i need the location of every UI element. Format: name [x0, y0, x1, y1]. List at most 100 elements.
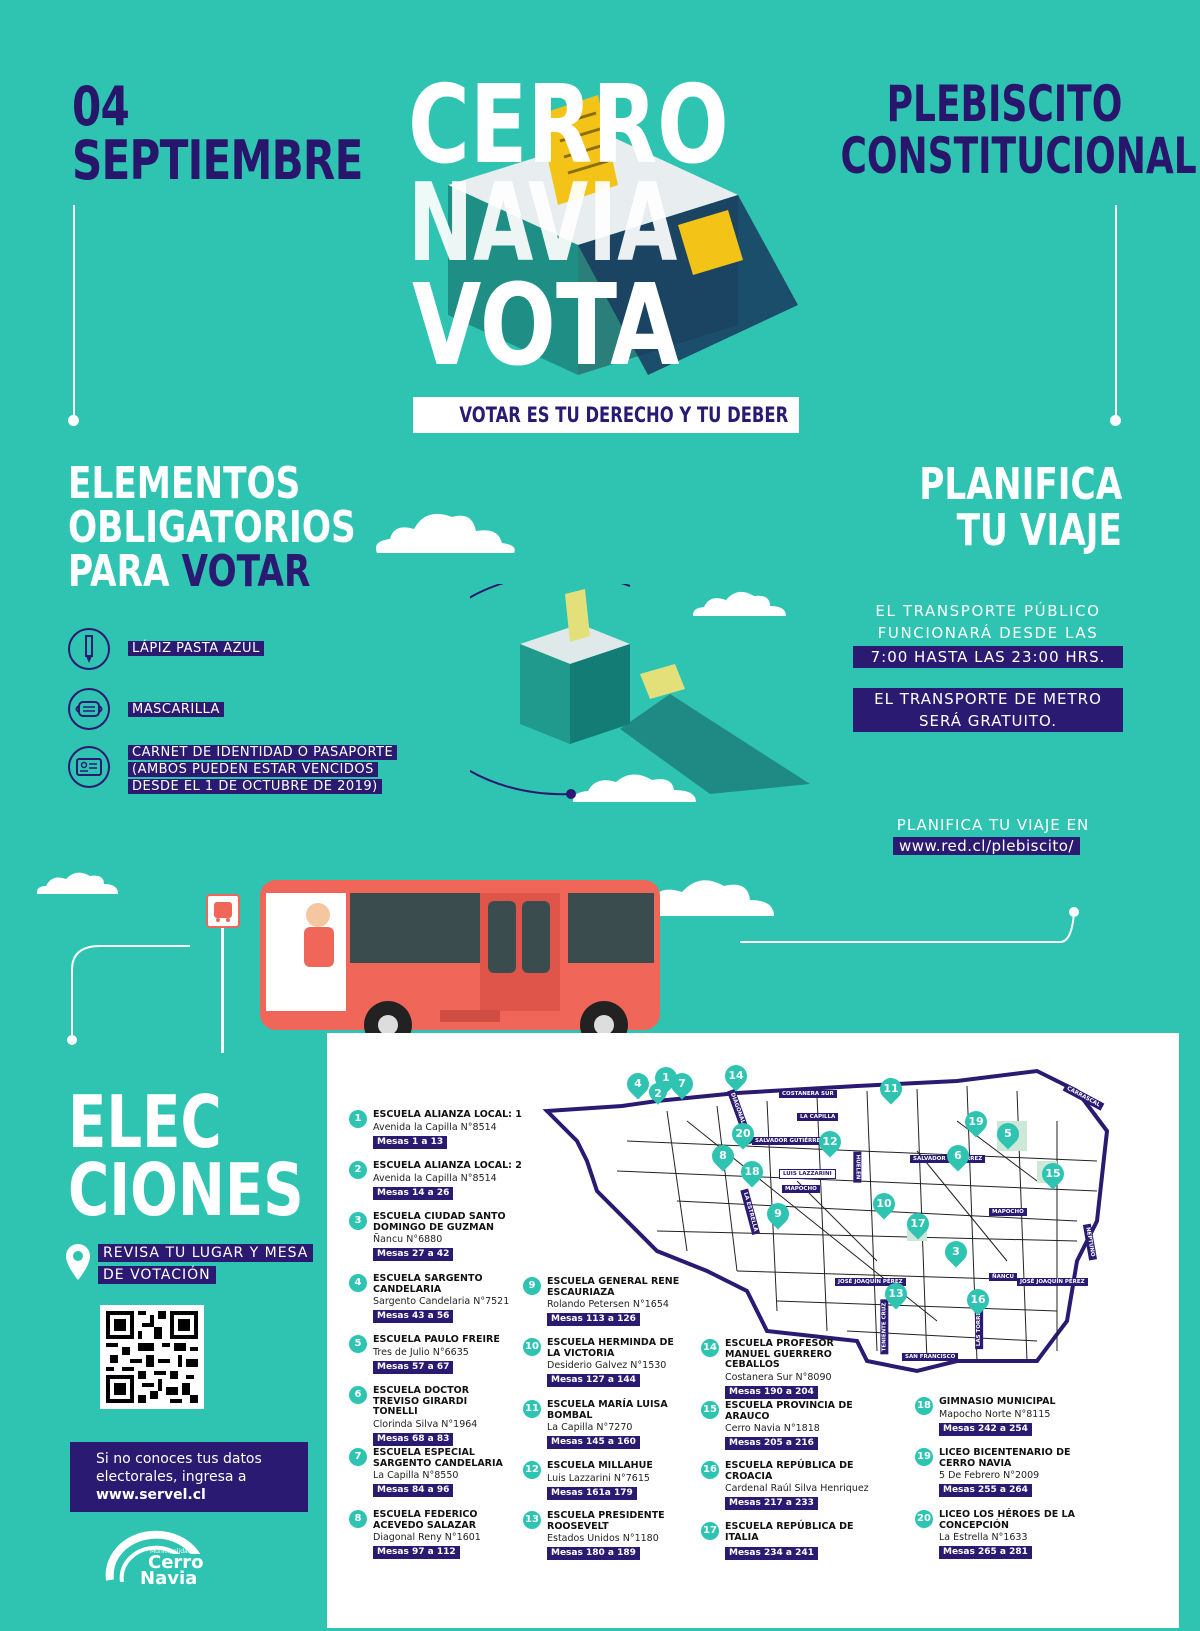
bus-illustration	[260, 880, 660, 1049]
requirement-id-label: CARNET DE IDENTIDAD O PASAPORTE (AMBOS P…	[128, 744, 398, 795]
transport-info: EL TRANSPORTE PÚBLICO FUNCIONARÁ DESDE L…	[853, 600, 1123, 644]
connector-curves	[67, 907, 1079, 1045]
map-pin-label: 4	[634, 1077, 642, 1090]
id-card-icon	[68, 746, 110, 788]
pen-icon	[68, 628, 110, 670]
servel-info-box: Si no conoces tus datos electorales, ing…	[70, 1442, 308, 1512]
mask-icon	[68, 688, 110, 730]
logo-word-navia: NAVIA	[408, 161, 678, 286]
left-timeline-dot	[68, 415, 79, 426]
logo-word-cerro: CERRO	[408, 63, 729, 188]
cloud-illustration	[572, 774, 696, 802]
map-pin-label: 9	[774, 1207, 782, 1220]
tagline-text: VOTAR ES TU DERECHO Y TU DEBER	[459, 403, 789, 427]
servel-link[interactable]: www.servel.cl	[96, 1487, 206, 1503]
metro-line1-badge: EL TRANSPORTE DE METRO	[853, 688, 1123, 710]
map-pin-label: 19	[968, 1115, 984, 1128]
event-title: PLEBISCITO CONSTITUCIONAL	[702, 78, 1197, 182]
requirements-title-line3: PARA VOTAR	[68, 546, 311, 597]
requirement-pen-label: LÁPIZ PASTA AZUL	[128, 640, 264, 657]
street-label: SALVADOR GUTIÉRREZ	[752, 1137, 828, 1145]
street-label: TENIENTE CRUZ	[880, 1299, 889, 1355]
ballot-box-illustration	[470, 584, 810, 799]
map-pin-label: 6	[954, 1149, 962, 1162]
street-label: LA CAPILLA	[797, 1113, 839, 1121]
map-pin-label: 13	[888, 1287, 904, 1300]
municipality-name-2: Navia	[138, 1568, 200, 1589]
plan-trip-title: PLANIFICA TU VIAJE	[722, 462, 1122, 554]
date-day: 04	[72, 75, 130, 138]
servel-line1: Si no conoces tus datos	[96, 1451, 262, 1467]
map-pin-label: 14	[728, 1069, 744, 1082]
map-pin-label: 11	[883, 1082, 899, 1095]
municipality-logo: Municipalidad Cerro Navia	[102, 1530, 212, 1594]
map-pin-label: 5	[1004, 1127, 1012, 1140]
street-label: COSTANERA SUR	[779, 1090, 837, 1098]
ballot-box-logo-art	[448, 95, 798, 375]
right-timeline-dot	[1110, 415, 1121, 426]
map-pin-label: 18	[744, 1165, 760, 1178]
map-pin-label: 17	[910, 1217, 926, 1230]
cloud-illustration	[36, 872, 119, 894]
location-pin-icon	[66, 1244, 90, 1280]
transport-hours-badge: 7:00 HASTA LAS 23:00 HRS.	[853, 646, 1123, 668]
servel-line2: electorales, ingresa a	[96, 1469, 247, 1485]
left-timeline-line	[73, 205, 75, 420]
plan-title-line2: TU VIAJE	[956, 505, 1122, 556]
requirement-mask-label: MASCARILLA	[128, 701, 224, 718]
date-month: SEPTIEMBRE	[72, 129, 363, 192]
review-voting-place: REVISA TU LUGAR Y MESA DE VOTACIÓN	[98, 1242, 314, 1286]
event-title-line2: CONSTITUCIONAL	[840, 127, 1197, 185]
street-label: MAPOCHO	[782, 1185, 820, 1193]
map-pin-label: 7	[678, 1077, 686, 1090]
map-pin-label: 15	[1045, 1167, 1061, 1180]
logo-word-vota: VOTA	[412, 261, 680, 391]
qr-code[interactable]	[100, 1305, 204, 1409]
bus-stop-icon	[206, 894, 240, 1053]
street-label: SAN FRANCISCO	[902, 1353, 959, 1361]
right-timeline-line	[1115, 205, 1117, 420]
transport-line1: EL TRANSPORTE PÚBLICO	[875, 602, 1101, 620]
voting-locations-card: COSTANERA SUR LA CAPILLA CARRASCAL SALVA…	[327, 1033, 1179, 1628]
plan-link-label: PLANIFICA TU VIAJE EN	[896, 816, 1090, 834]
street-label: JOSÉ JOAQUÍN PÉREZ	[1017, 1278, 1088, 1286]
street-label: LUIS LAZZARINI	[779, 1169, 836, 1179]
map-pin-label: 12	[822, 1135, 838, 1148]
street-label: JOSÉ JOAQUÍN PÉREZ	[835, 1278, 906, 1286]
metro-line2-badge: SERÁ GRATUITO.	[853, 710, 1123, 732]
requirements-title-line2: OBLIGATORIOS	[68, 502, 356, 553]
requirements-title-line1: ELEMENTOS	[68, 458, 301, 509]
requirements-title-highlight: VOTAR	[181, 546, 311, 597]
cloud-illustration	[375, 513, 515, 553]
map-pin-label: 3	[952, 1245, 960, 1258]
plan-title-line1: PLANIFICA	[918, 459, 1122, 510]
map-pin-label: 20	[735, 1127, 751, 1140]
street-label: MAPOCHO	[989, 1208, 1027, 1216]
plan-link-url[interactable]: www.red.cl/plebiscito/	[893, 837, 1080, 855]
street-label: HUELÉN	[853, 1151, 862, 1183]
municipality-name-1: Cerro	[146, 1552, 206, 1573]
requirements-title: ELEMENTOS OBLIGATORIOS PARA VOTAR	[68, 462, 356, 594]
elections-title: ELEC CIONES	[68, 1086, 304, 1226]
tagline-banner: VOTAR ES TU DERECHO Y TU DEBER	[413, 397, 799, 433]
street-label: ÑANCU	[989, 1273, 1017, 1281]
cloud-illustration	[692, 591, 786, 616]
